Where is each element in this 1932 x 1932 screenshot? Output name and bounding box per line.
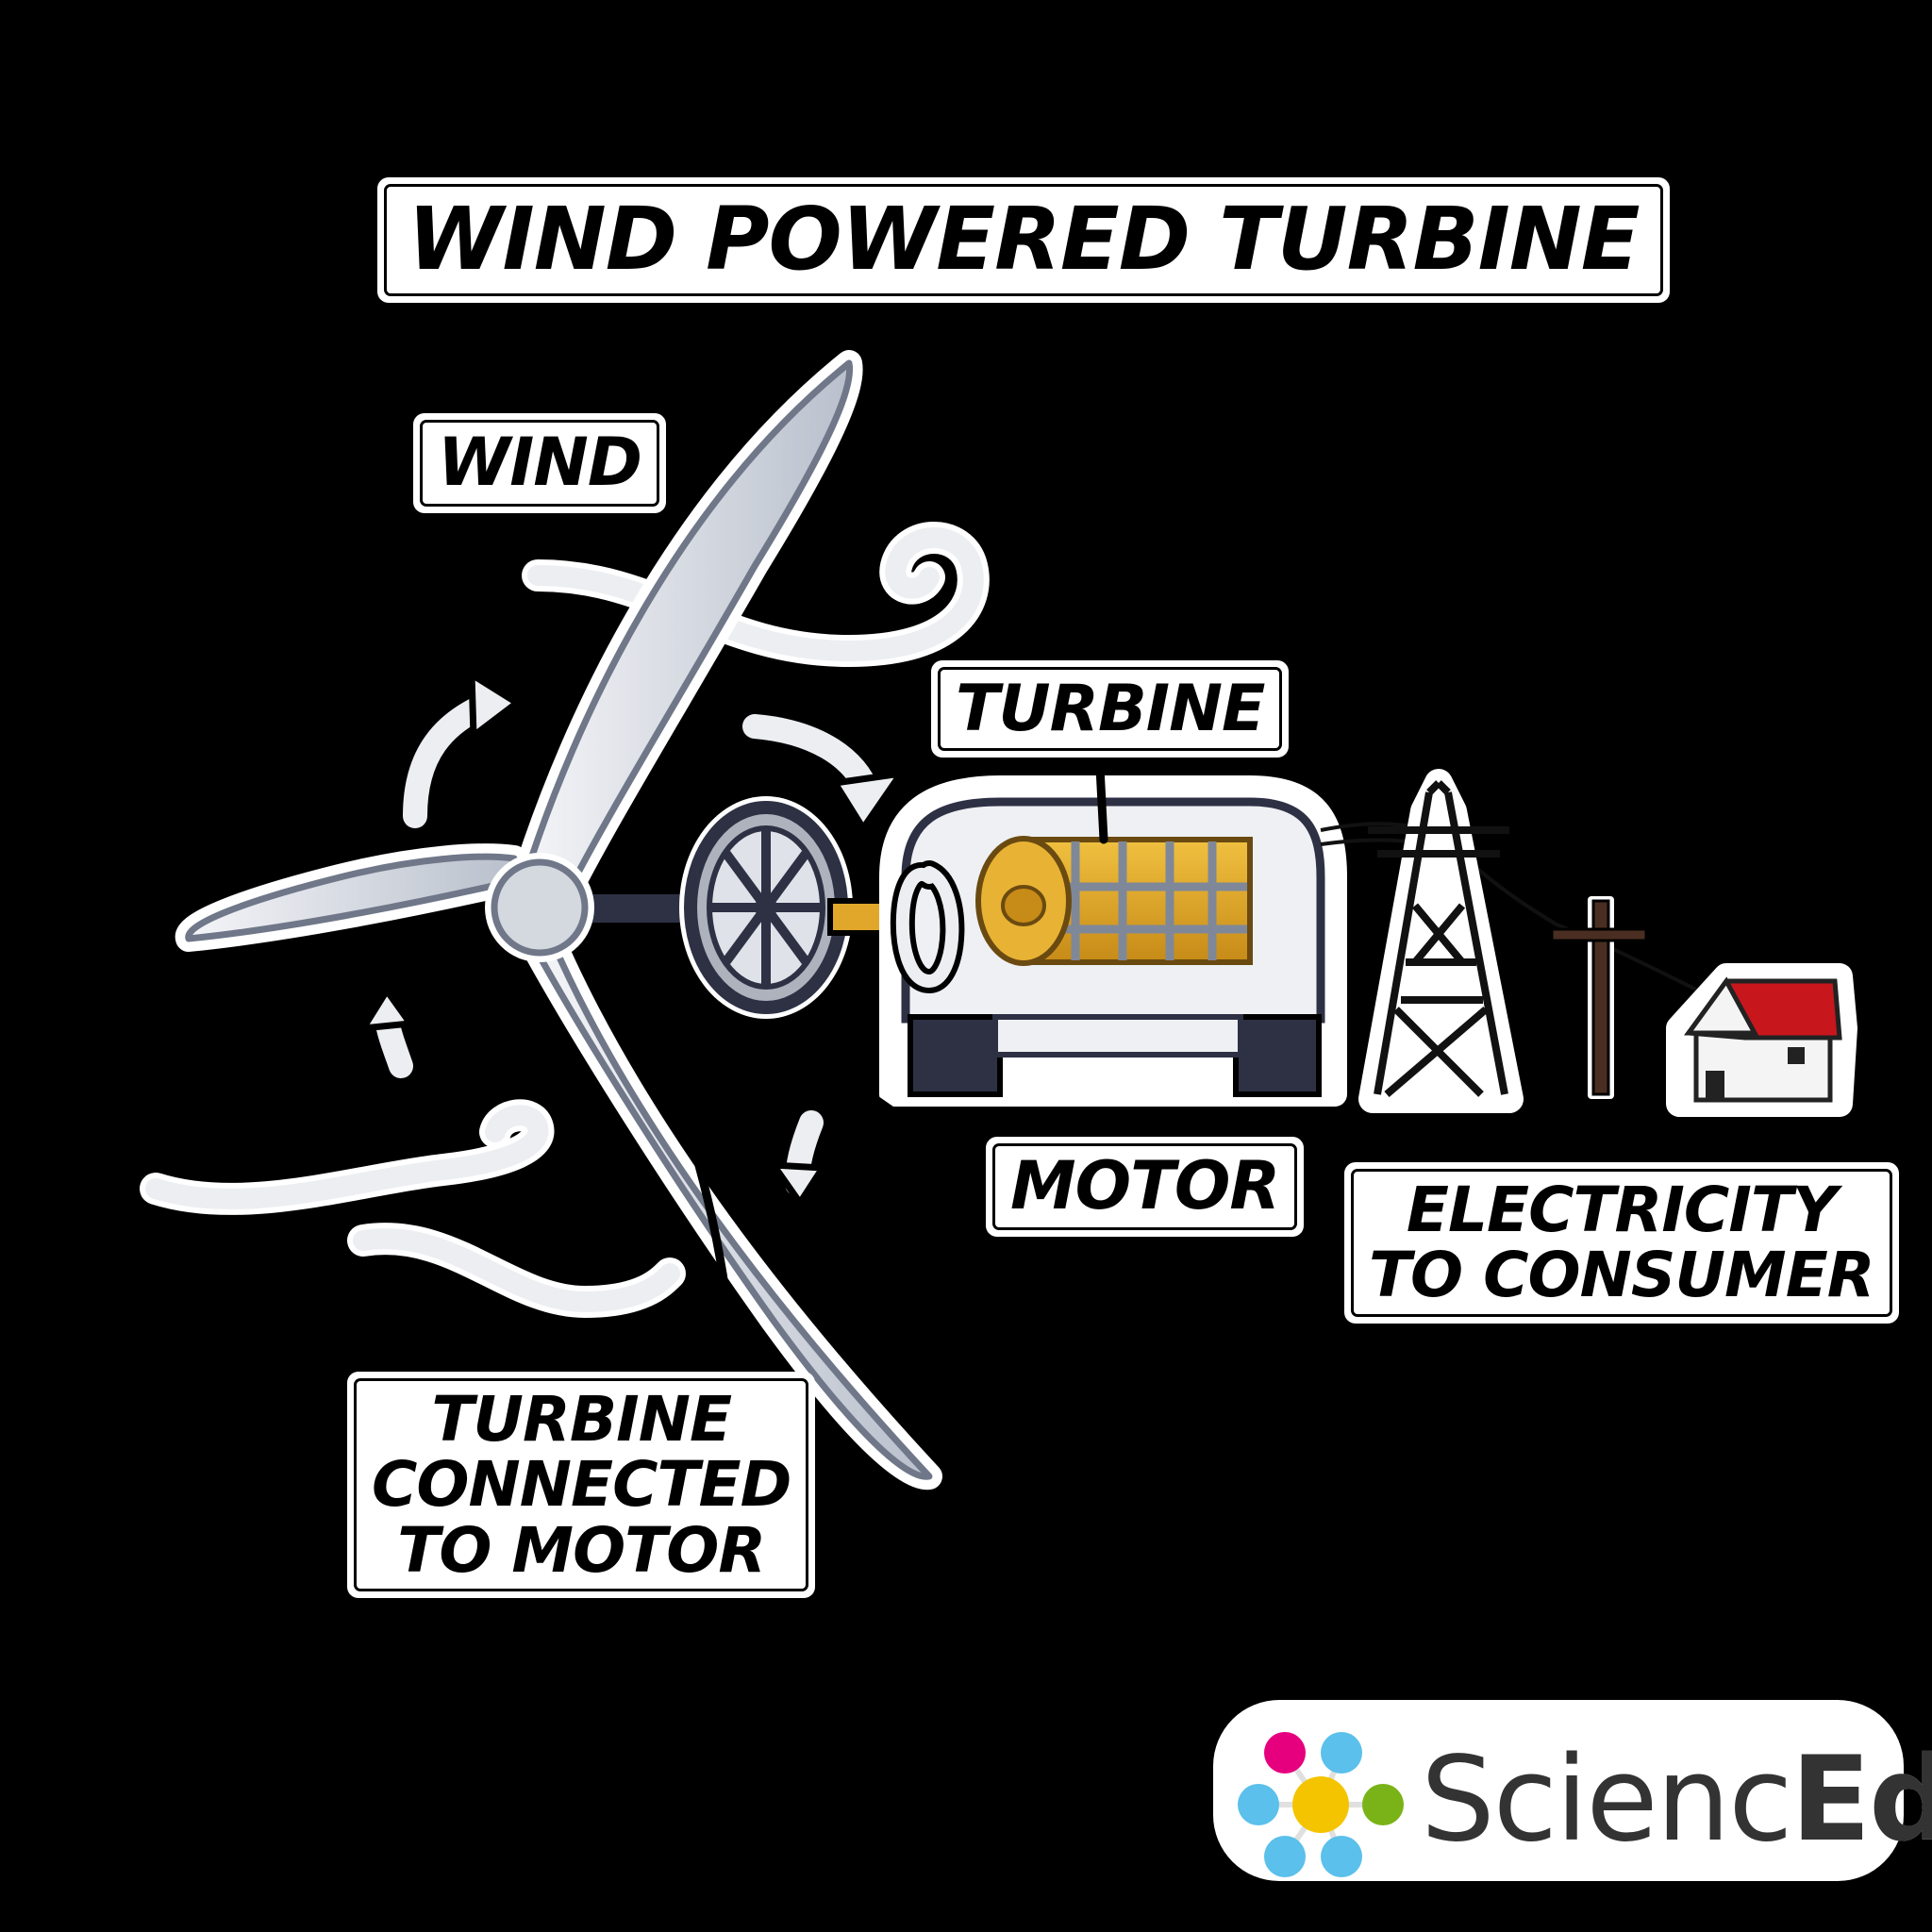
rotation-arrow-lower-left bbox=[357, 984, 420, 1085]
diagram-title: WIND POWERED TURBINE bbox=[387, 187, 1660, 293]
label-connected-line-3: TO MOTOR bbox=[397, 1513, 766, 1587]
label-electricity-line-2: TO CONSUMER bbox=[1369, 1239, 1875, 1312]
logo-dot bbox=[1238, 1784, 1279, 1825]
label-turbine-connected-to-motor: TURBINE CONNECTED TO MOTOR bbox=[357, 1381, 807, 1589]
generator-coil bbox=[975, 836, 1253, 966]
utility-pole bbox=[1550, 896, 1648, 1099]
logo-dot bbox=[1264, 1732, 1306, 1774]
logo-text-bold: Ed bbox=[1790, 1732, 1932, 1868]
motor-wheel bbox=[679, 796, 853, 1019]
label-wind: WIND bbox=[423, 423, 657, 504]
logo-text-light: Scienc bbox=[1421, 1732, 1792, 1868]
scienced-logo: SciencEd bbox=[1213, 1700, 1932, 1894]
label-connected-line-1: TURBINE bbox=[431, 1383, 732, 1456]
logo-dot bbox=[1321, 1836, 1362, 1877]
power-lines bbox=[1320, 822, 1699, 992]
logo-text: SciencEd bbox=[1421, 1732, 1932, 1868]
label-connected-line-2: CONNECTED bbox=[372, 1448, 791, 1522]
logo-dot bbox=[1264, 1836, 1306, 1877]
rotation-arrow-lower-right bbox=[766, 1104, 830, 1209]
rotation-arrow-upper-left bbox=[396, 668, 524, 835]
logo-dot bbox=[1321, 1732, 1362, 1774]
logo-dot bbox=[1362, 1784, 1404, 1825]
leader-lines bbox=[623, 745, 1108, 1401]
label-electricity-to-consumer: ELECTRICITY TO CONSUMER bbox=[1354, 1172, 1890, 1314]
house bbox=[1666, 963, 1857, 1117]
rotation-arrow-upper-right bbox=[736, 708, 908, 835]
logo-dot bbox=[1292, 1776, 1349, 1833]
electricity-pylon bbox=[1358, 769, 1524, 1113]
label-electricity-line-1: ELECTRICITY bbox=[1406, 1174, 1838, 1246]
shaft-rotation-arrow bbox=[890, 860, 965, 994]
logo-dots-icon bbox=[1238, 1732, 1404, 1877]
turbine-hub bbox=[485, 853, 594, 962]
wind-swirl-bottom bbox=[341, 1217, 691, 1324]
wind-swirl-bottom-left bbox=[134, 1093, 560, 1221]
turbine-blades bbox=[175, 350, 942, 1491]
label-turbine: TURBINE bbox=[941, 670, 1280, 749]
label-motor: MOTOR bbox=[995, 1146, 1295, 1227]
